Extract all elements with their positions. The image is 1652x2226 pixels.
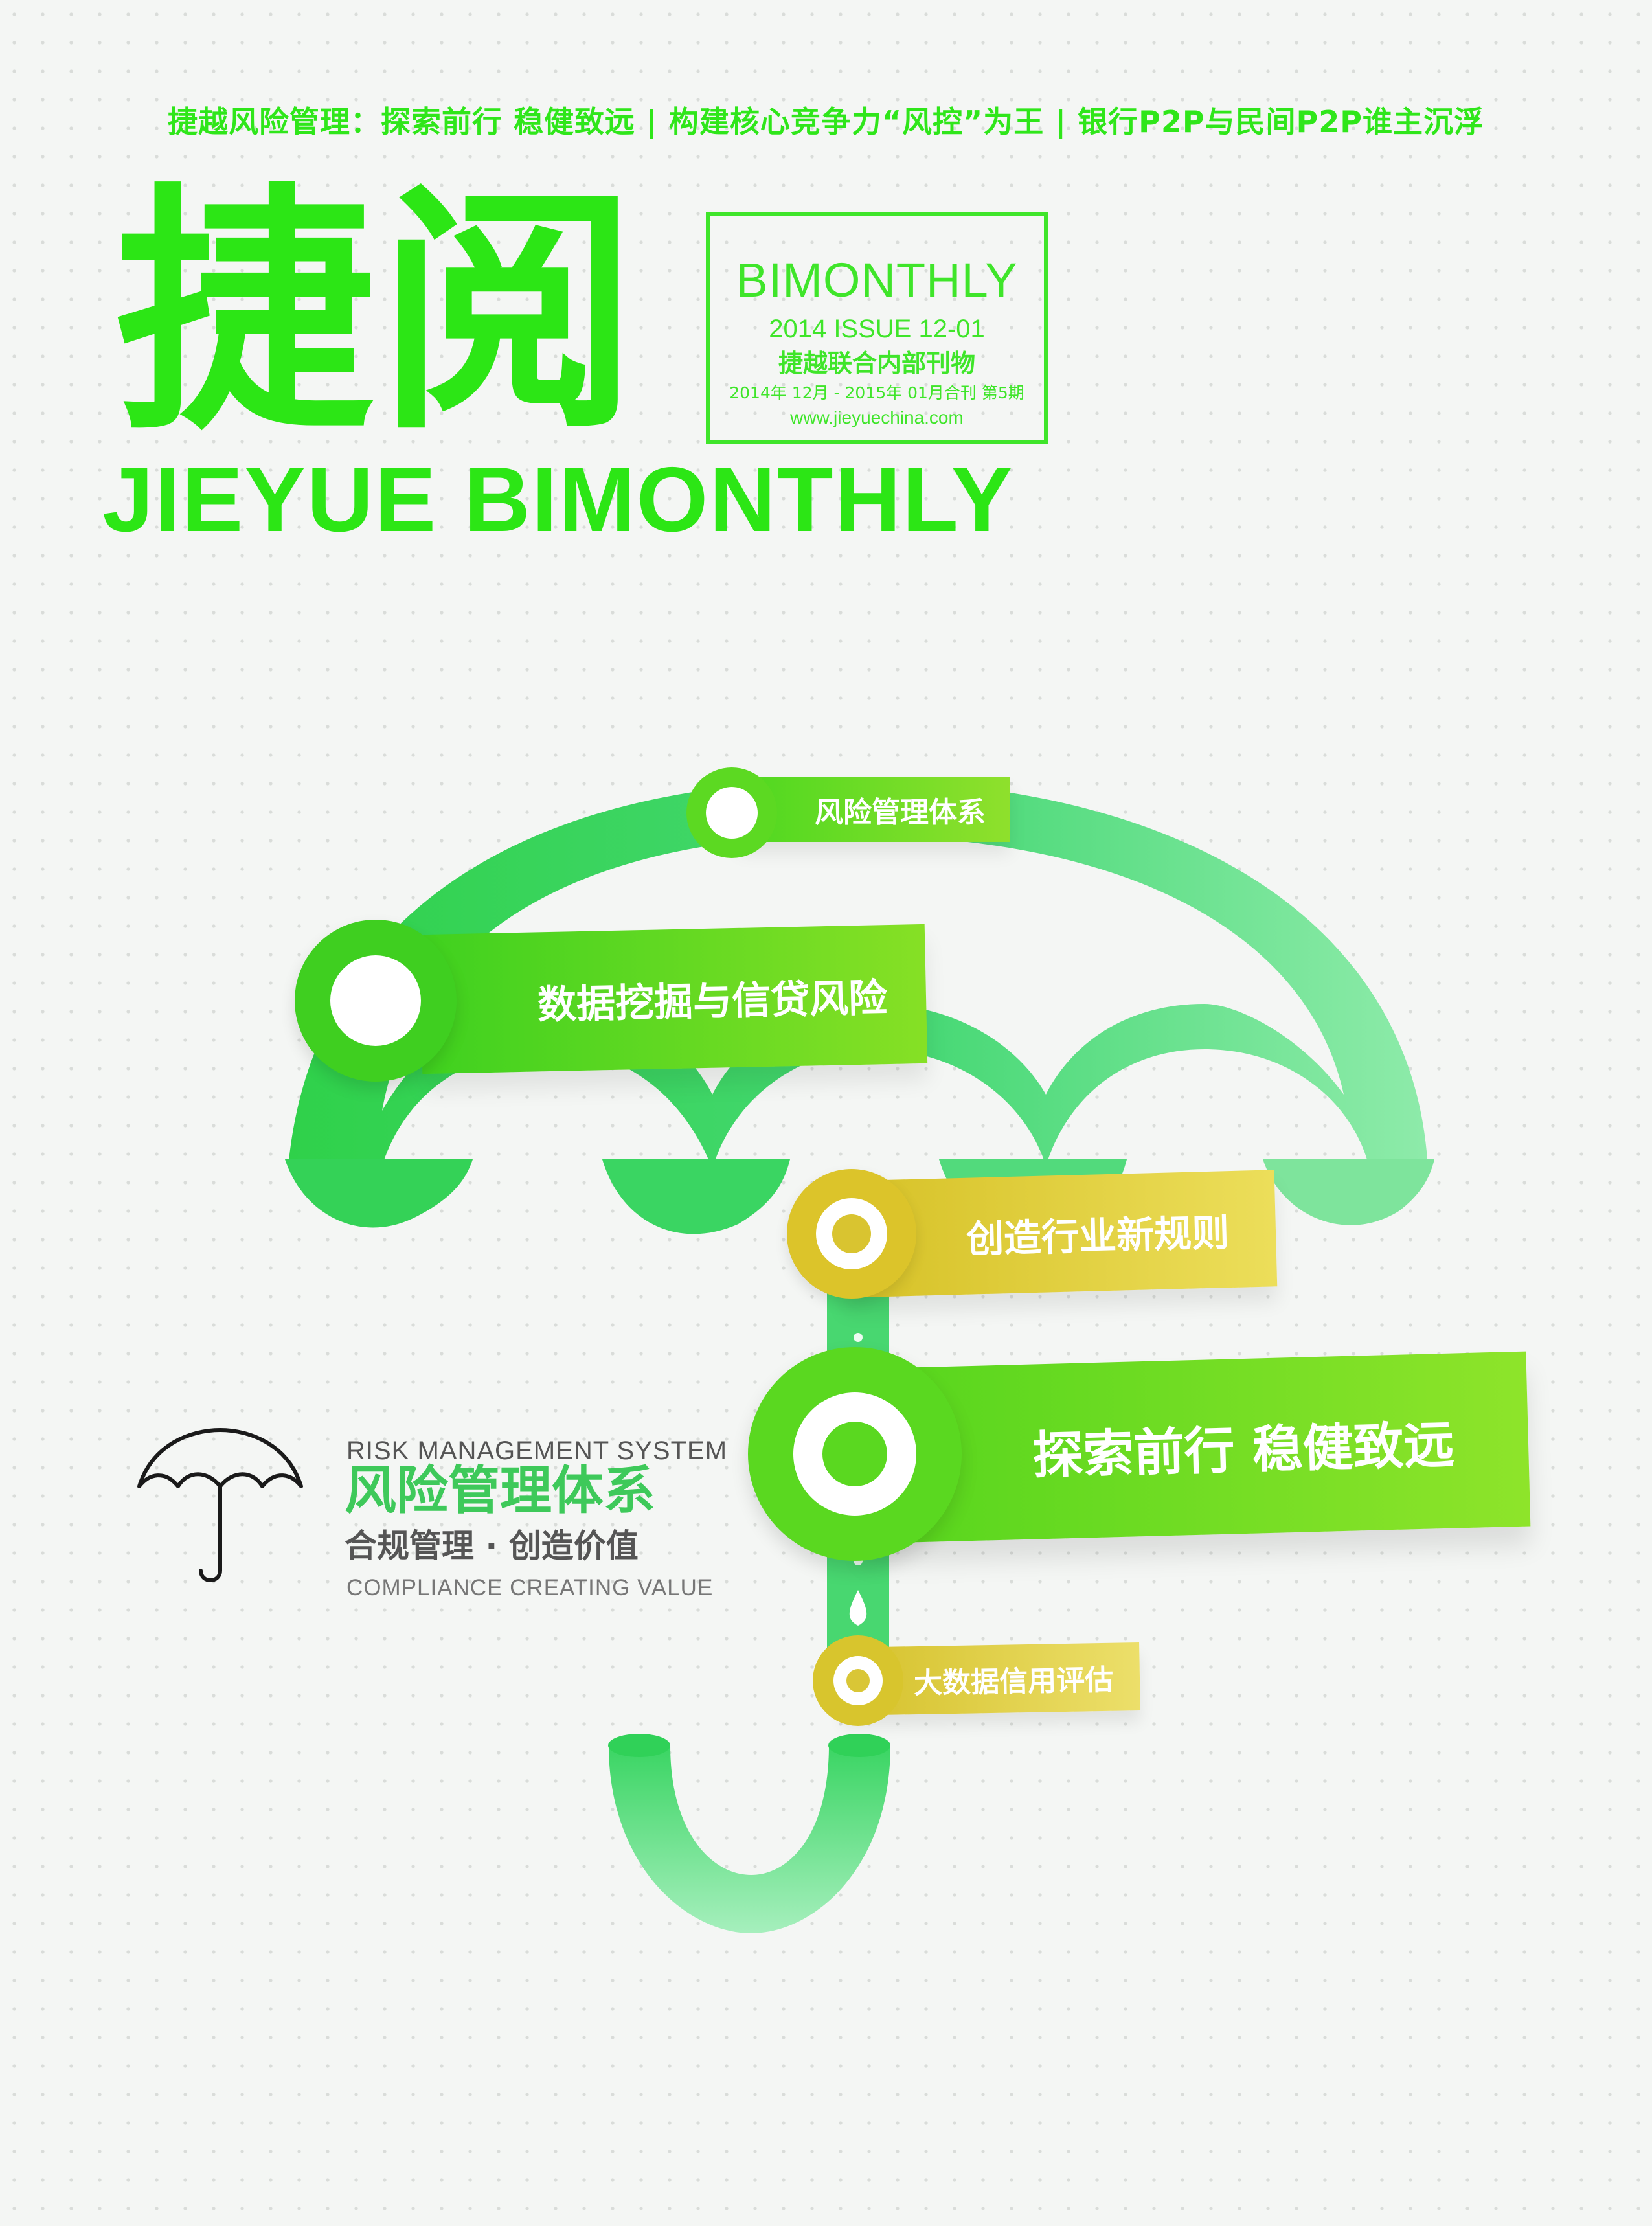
legend-english-slogan: COMPLIANCE CREATING VALUE [346,1575,714,1600]
cover-tagline: 捷越风险管理：探索前行 稳健致远 | 构建核心竞争力“风控”为王 | 银行P2P… [167,104,1484,139]
ribbon-item-4-label: 探索前行 稳健致远 [1032,1416,1455,1486]
umbrella-scallop-2 [602,1159,790,1234]
handle-cap-right [828,1734,890,1757]
umbrella-scallop-1 [285,1159,473,1228]
ribbon-item-2: 数据挖掘与信贷风险 [419,924,928,1074]
water-drop-icon [849,1590,867,1626]
node-circle-5-ring [833,1656,883,1705]
umbrella-scallop-4 [1263,1159,1434,1225]
node-circle-5-center [846,1669,870,1692]
ribbon-item-3-label: 创造行业新规则 [966,1210,1230,1262]
issue-number: 2014 ISSUE 12-01 [769,315,985,343]
ribbon-item-1: 风险管理体系 [738,777,1010,842]
node-circle-2 [295,920,457,1082]
node-circle-4 [748,1347,962,1561]
publisher-label: 捷越联合内部刊物 [778,349,975,378]
node-circle-1 [686,767,777,858]
node-circle-4-ring [793,1392,916,1516]
website-url: www.jieyuechina.com [790,407,964,427]
umbrella-icon [137,1428,303,1582]
ribbon-item-2-label: 数据挖掘与信贷风险 [537,975,888,1028]
node-circle-4-center [822,1422,887,1486]
node-circle-3-ring [816,1198,887,1269]
legend-chinese-title: 风险管理体系 [345,1460,655,1521]
umbrella-handle [609,1745,890,1933]
issue-dates: 2014年 12月 - 2015年 01月合刊 第5期 [729,383,1024,402]
legend-english-title: RISK MANAGEMENT SYSTEM [346,1437,728,1465]
shaft-dot [854,1333,863,1342]
issue-box-title: BIMONTHLY [736,253,1018,307]
node-circle-3 [787,1169,916,1299]
node-circle-3-center [832,1214,871,1253]
ribbon-item-1-label: 风险管理体系 [815,796,986,829]
ribbon-item-5-label: 大数据信用评估 [913,1663,1114,1700]
node-circle-2-center [330,955,421,1046]
node-circle-5 [813,1635,903,1726]
handle-cap-left [608,1734,670,1757]
issue-info-box: BIMONTHLY 2014 ISSUE 12-01 捷越联合内部刊物 2014… [706,212,1048,444]
node-circle-1-center [706,787,758,839]
legend-chinese-slogan: 合规管理 · 创造价值 [345,1527,639,1565]
masthead-english: JIEYUE BIMONTHLY [102,448,1014,551]
masthead-chinese: 捷阅 [115,163,641,464]
